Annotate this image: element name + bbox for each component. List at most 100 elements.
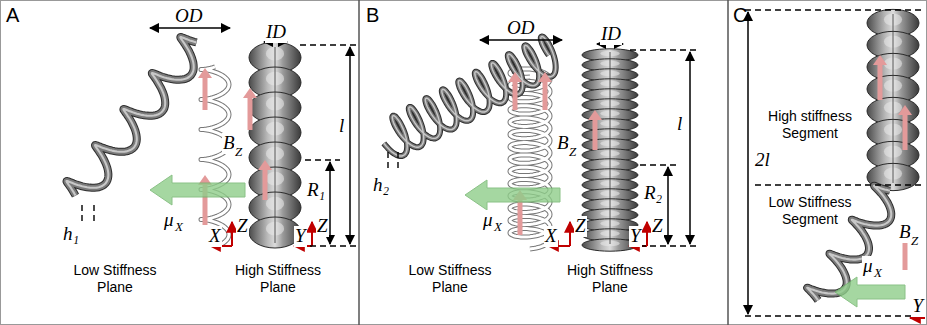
symbol-label: OD [506, 18, 535, 39]
field-arrow [248, 96, 253, 130]
coil-seam [275, 47, 276, 243]
helix-highlight [67, 37, 197, 196]
symbol-label: Z [316, 216, 329, 237]
axis-z [231, 222, 233, 246]
dashed-guide [93, 205, 94, 222]
symbol-label: Z [574, 216, 587, 237]
field-arrow-head [898, 105, 912, 115]
field-arrow-head [588, 110, 602, 120]
dimension-arrow [747, 12, 749, 314]
dimension-arrow [480, 39, 562, 41]
dimension-arrow [349, 47, 351, 244]
panel-letter: A [6, 4, 19, 26]
symbol-label: μ [163, 210, 175, 231]
ghost-spring [510, 69, 550, 249]
symbol-label: R₂ [643, 183, 663, 204]
symbol-label: l [676, 114, 683, 135]
panel-divider [358, 0, 360, 325]
axis-z [569, 222, 571, 246]
ghost-spring [201, 67, 229, 247]
subscript-label: X [493, 220, 503, 234]
symbol-label: ID [265, 22, 287, 43]
dashed-guide [305, 159, 340, 160]
symbol-label: l [338, 116, 345, 137]
dashed-guide [300, 245, 356, 246]
field-arrow [513, 80, 518, 110]
moment-arrow [835, 277, 905, 307]
coil-seam [893, 14, 894, 183]
field-arrow-head [873, 55, 887, 65]
panel-letter: C [733, 4, 747, 26]
field-arrow [518, 198, 523, 235]
field-arrow-head [258, 160, 272, 170]
field-arrow-head [538, 72, 552, 82]
plane-label: High Stiffness Plane [554, 262, 666, 296]
panel-divider [727, 0, 729, 325]
plane-label: Low Stiffness Plane [394, 262, 506, 296]
dashed-guide [640, 164, 680, 165]
subscript-label: Z [234, 145, 243, 159]
dashed-guide [81, 205, 82, 222]
axis-horizontal [910, 317, 925, 319]
symbol-label: Y [911, 296, 924, 317]
subscript-label: X [174, 220, 184, 234]
field-arrow-head [198, 68, 212, 78]
dimension-arrow [689, 52, 691, 244]
dashed-guide [300, 44, 356, 45]
plane-label: Low Stiffness Plane [59, 262, 171, 296]
symbol-label: R₁ [306, 180, 326, 201]
helix-spring [384, 37, 556, 157]
symbol-label: OD [174, 6, 203, 27]
field-arrow-head [243, 88, 257, 98]
subscript-label: X [873, 266, 883, 280]
dimension-arrow [150, 27, 230, 29]
coil-seam [610, 52, 611, 244]
symbol-label: Y [629, 226, 642, 247]
symbol-label: X [544, 226, 558, 247]
axis-z [311, 222, 313, 246]
moment-arrow [465, 180, 560, 210]
plane-label: Low Stiffness Segment [764, 194, 856, 228]
symbol-label: Y [294, 226, 307, 247]
symbol-label: h₁ [62, 224, 80, 245]
dashed-guide [640, 245, 700, 246]
dashed-guide [387, 152, 388, 172]
symbol-label: Z [236, 216, 249, 237]
helix-highlight [384, 37, 556, 157]
dashed-guide [745, 315, 925, 316]
field-arrow [593, 118, 598, 150]
axis-z [646, 222, 648, 246]
symbol-label: h₂ [372, 175, 390, 196]
dashed-guide [755, 184, 925, 185]
dimension-arrow [667, 167, 669, 244]
field-arrow [903, 113, 908, 150]
symbol-label: X [208, 226, 222, 247]
plane-label: High Stiffness Plane [222, 262, 334, 296]
panel-letter: B [366, 4, 379, 26]
ghost-spring [201, 67, 229, 247]
field-arrow [543, 80, 548, 110]
symbol-label: μ [862, 256, 874, 277]
helix-spring [384, 37, 556, 157]
dashed-guide [745, 9, 925, 10]
symbol-label: ID [600, 24, 622, 45]
dashed-guide [397, 152, 398, 172]
plane-label: High stiffness Segment [764, 108, 856, 142]
helix-spring [67, 37, 197, 196]
ghost-spring [510, 69, 550, 249]
field-arrow [263, 168, 268, 200]
field-arrow [878, 63, 883, 100]
subscript-label: Z [910, 234, 919, 248]
symbol-label: Z [651, 216, 664, 237]
symbol-label: 2l [754, 150, 771, 171]
field-arrow-head [508, 72, 522, 82]
field-arrow [203, 76, 208, 110]
dimension-arrow [329, 162, 331, 244]
moment-arrow [150, 175, 245, 205]
subscript-label: Z [568, 145, 577, 159]
symbol-label: μ [482, 210, 494, 231]
helix-spring [67, 37, 197, 196]
